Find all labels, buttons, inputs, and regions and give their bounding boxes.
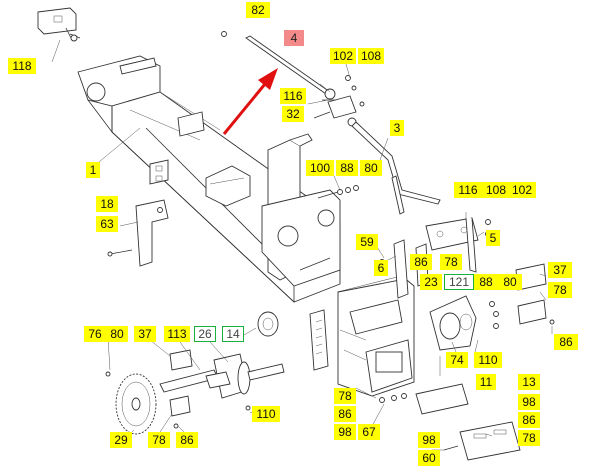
part-wear-plates: [515, 263, 555, 325]
callout-88-right: 88: [474, 274, 498, 290]
callout-29: 29: [110, 432, 132, 448]
callout-108-right: 108: [482, 182, 510, 198]
callout-4: 4: [284, 30, 304, 46]
callout-18: 18: [96, 196, 118, 212]
part-bracket-plate: [37, 7, 81, 42]
callout-32: 32: [282, 106, 304, 122]
callout-102-right: 102: [508, 182, 536, 198]
callout-86-right: 86: [554, 334, 578, 350]
callout-78-bottom-right: 78: [518, 430, 540, 446]
callout-1: 1: [86, 162, 100, 178]
callout-63: 63: [96, 216, 118, 232]
part-rod: [221, 31, 336, 100]
part-lever-link: [313, 75, 441, 215]
callout-3: 3: [390, 120, 404, 136]
callout-80-right: 80: [498, 274, 522, 290]
callout-59: 59: [356, 234, 378, 250]
callout-37-right: 37: [548, 262, 572, 278]
part-bolt-group: [105, 371, 407, 429]
callout-67: 67: [358, 424, 380, 440]
callout-78-upper: 78: [440, 254, 462, 270]
callout-100: 100: [306, 160, 334, 176]
callout-74: 74: [446, 352, 468, 368]
callout-11: 11: [476, 374, 496, 390]
callout-37-left: 37: [134, 326, 156, 342]
part-fastener-set: [317, 185, 359, 199]
part-pulley-small: [257, 311, 279, 337]
callout-98-bottom: 98: [418, 432, 440, 448]
callout-98-center: 98: [334, 424, 356, 440]
part-bracket-18: [107, 199, 169, 267]
callout-108-top: 108: [358, 48, 384, 64]
callout-13: 13: [518, 374, 540, 390]
part-slotted-guide: [443, 421, 521, 461]
part-upright-frame: [261, 133, 341, 287]
part-spacer-plates: [169, 349, 193, 417]
callout-118: 118: [8, 58, 36, 74]
callout-14: 14: [222, 326, 244, 342]
callout-116-top: 116: [280, 88, 306, 104]
callout-23: 23: [420, 274, 442, 290]
part-shaft-assembly: [159, 353, 285, 399]
callout-116-right: 116: [454, 182, 482, 198]
callout-102-top: 102: [330, 48, 356, 64]
part-saw-blade: [115, 373, 157, 435]
callout-113: 113: [164, 326, 190, 342]
part-side-plate: [309, 309, 329, 371]
callout-86-bottom-right: 86: [518, 412, 540, 428]
callout-78-bottom-left: 78: [148, 432, 170, 448]
callout-98-right: 98: [518, 394, 540, 410]
callout-80-left: 80: [106, 326, 128, 342]
callout-26: 26: [194, 326, 216, 342]
callout-82: 82: [246, 2, 270, 18]
callout-5: 5: [486, 230, 500, 246]
callout-78-right: 78: [548, 282, 572, 298]
callout-6: 6: [374, 260, 388, 276]
part-tensioner-plate: [429, 295, 499, 351]
callout-88-mid: 88: [336, 160, 358, 176]
callout-86-bottom-left: 86: [176, 432, 198, 448]
part-cover-plate: [415, 383, 469, 415]
callout-86-center: 86: [334, 406, 356, 422]
leader-lines: [51, 39, 553, 451]
part-hinge-plate: [425, 217, 491, 273]
callout-60: 60: [418, 450, 440, 466]
callout-78-center: 78: [334, 388, 356, 404]
callout-80-mid: 80: [360, 160, 382, 176]
callout-110-left: 110: [252, 406, 280, 422]
callout-110-right: 110: [474, 352, 502, 368]
part-gearbox-housing: [337, 275, 415, 397]
callout-121: 121: [444, 274, 474, 290]
callout-86-upper: 86: [410, 254, 432, 270]
callout-76: 76: [84, 326, 106, 342]
callout-arrow: [222, 68, 278, 135]
